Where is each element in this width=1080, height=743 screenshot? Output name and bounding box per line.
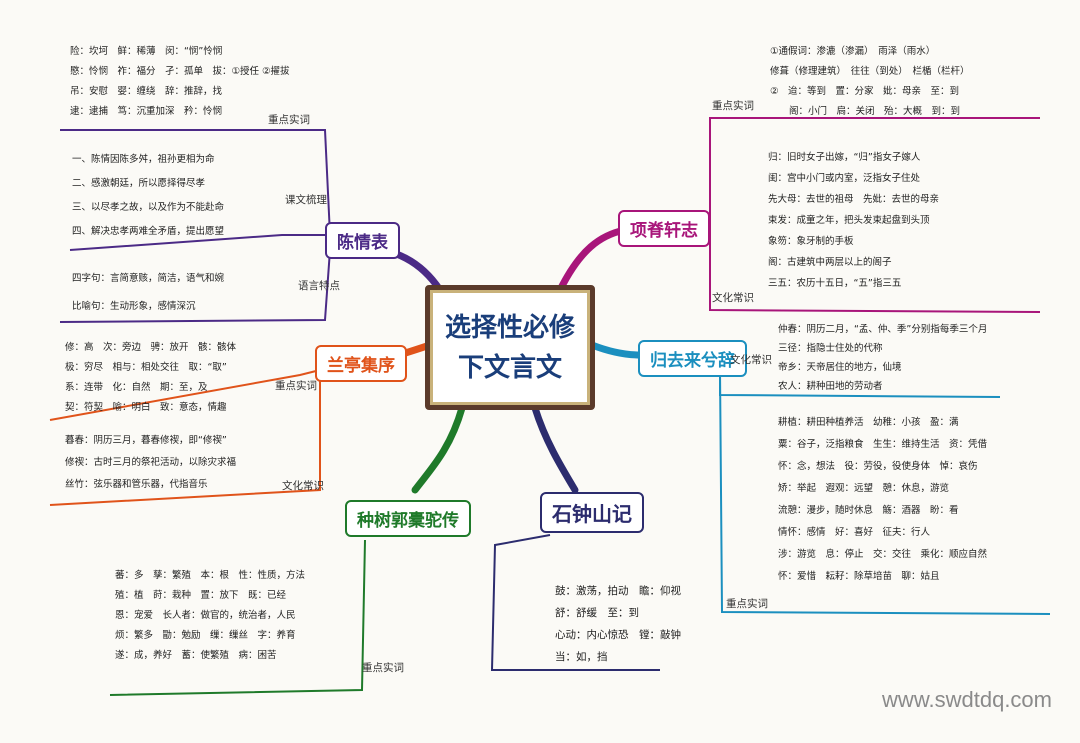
topic-chen-qing-biao: 陈情表 (325, 222, 400, 259)
center-title-line2: 下文言文 (457, 352, 562, 383)
gui-word-line: 怀：爱惜 耘耔：除草培苗 聊：姑且 (778, 571, 940, 582)
chen-language-list: 四字句：言简意赅，简洁，语气和婉 比喻句：生动形象，感情深沉 (72, 265, 224, 321)
branch-zhong (411, 404, 466, 494)
gui-word-line: 耕植：耕田种植养活 幼稚：小孩 盈：满 (778, 417, 959, 428)
chen-word-line: 吊：安慰 婴：缠绕 辞：推辞，找 (70, 86, 223, 97)
xiang-culture-line: 象笏：象牙制的手板 (768, 236, 854, 247)
xiang-culture-list: 归：旧时女子出嫁，“归”指女子嫁人 闺：宫中小门或内室，泛指女子住处 先大母：去… (768, 147, 939, 294)
lan-word-line: 极：穷尽 相与：相处交往 取：“取” (65, 362, 227, 373)
label-xiang-words: 重点实词 (712, 100, 754, 112)
gui-word-line: 粟：谷子，泛指粮食 生生：维持生活 资：凭借 (778, 439, 988, 450)
branch-xiang (556, 226, 629, 294)
chen-word-line: 险：坎坷 鲜：稀薄 闵：“悯”怜悯 (70, 46, 223, 57)
label-lan-culture: 文化常识 (282, 480, 324, 492)
chen-outline-line: 二、感激朝廷，所以愿择得尽孝 (72, 178, 206, 189)
topic-shi-zhong-shan-ji: 石钟山记 (540, 492, 644, 533)
gui-word-line: 涉：游览 息：停止 交：交往 乘化：顺应自然 (778, 549, 988, 560)
lan-culture-line: 修禊：古时三月的祭祀活动，以除灾求福 (65, 457, 237, 468)
label-gui-culture: 文化常识 (730, 354, 772, 366)
xiang-culture-line: 束发：成童之年，把头发束起盘到头顶 (768, 215, 930, 226)
gui-word-line: 怀：念，想法 役：劳役，役使身体 悼：哀伤 (778, 461, 978, 472)
gui-culture-line: 农人：耕种田地的劳动者 (778, 381, 883, 392)
watermark: www.swdtdq.com (882, 687, 1052, 712)
chen-outline-list: 一、陈情因陈多舛，祖孙更相为命 二、感激朝廷，所以愿择得尽孝 三、以尽孝之故，以… (72, 148, 224, 244)
chen-language-line: 四字句：言简意赅，简洁，语气和婉 (72, 273, 225, 284)
lan-word-line: 系：连带 化：自然 期：至，及 (65, 382, 208, 393)
chen-language-line: 比喻句：生动形象，感情深沉 (72, 301, 196, 312)
label-xiang-culture: 文化常识 (712, 292, 754, 304)
label-gui-words: 重点实词 (726, 598, 768, 610)
label-chen-words: 重点实词 (268, 114, 310, 126)
gui-word-line: 矫：举起 遐观：远望 憩：休息，游览 (778, 483, 950, 494)
chen-outline-line: 一、陈情因陈多舛，祖孙更相为命 (72, 154, 215, 165)
zhong-word-line: 蕃：多 孳：繁殖 本：根 性：性质，方法 (115, 570, 306, 581)
lan-words-list: 修：高 次：旁边 骋：放开 骸：骸体 极：穷尽 相与：相处交往 取：“取” 系：… (65, 338, 236, 418)
center-title-line1: 选择性必修 (444, 312, 575, 343)
lan-culture-list: 暮春：阴历三月，暮春修禊，即“修禊” 修禊：古时三月的祭祀活动，以除灾求福 丝竹… (65, 430, 236, 496)
lan-culture-line: 暮春：阴历三月，暮春修禊，即“修禊” (65, 435, 227, 446)
gui-words-list: 耕植：耕田种植养活 幼稚：小孩 盈：满 粟：谷子，泛指粮食 生生：维持生活 资：… (778, 412, 987, 588)
lan-word-line: 修：高 次：旁边 骋：放开 骸：骸体 (65, 342, 237, 353)
branch-gui (588, 341, 644, 359)
xiang-word-line: ② 迨：等到 置：分家 妣：母亲 至：到 (770, 86, 960, 97)
chen-outline-line: 四、解决忠孝两难全矛盾，提出愿望 (72, 226, 225, 237)
topic-gui-qu-lai-xi-ci: 归去来兮辞 (638, 340, 747, 377)
label-zhong-words: 重点实词 (362, 662, 404, 674)
xiang-words-list: ①通假词：渗漉（渗漏） 雨泽（雨水） 修葺（修理建筑） 往往（到处） 栏楯（栏杆… (770, 42, 970, 122)
topic-lan-ting-ji-xu: 兰亭集序 (315, 345, 407, 382)
shi-word-line: 心动：内心惊恐 镗：敲钟 (555, 629, 681, 641)
zhong-word-line: 恩：宠爱 长人者：做官的，统治者，人民 (115, 610, 296, 621)
xiang-culture-line: 三五：农历十五日，“五”指三五 (768, 278, 902, 289)
xiang-word-line: 修葺（修理建筑） 往往（到处） 栏楯（栏杆） (770, 66, 970, 77)
shi-words-list: 鼓：激荡，拍动 瞻：仰视 舒：舒缓 至：到 心动：内心惊恐 镗：敲钟 当：如，挡 (555, 580, 681, 668)
lan-word-line: 契：符契 喻：明白 致：意态，情趣 (65, 402, 227, 413)
label-lan-words: 重点实词 (275, 380, 317, 392)
chen-word-line: 逮：逮捕 笃：沉重加深 矜：怜悯 (70, 106, 223, 117)
branch-shi (531, 404, 579, 494)
zhong-word-line: 殖：植 莳：栽种 置：放下 既：已经 (115, 590, 287, 601)
zhong-word-line: 烦：繁多 勖：勉励 缫：缫丝 字：养育 (115, 630, 296, 641)
shi-word-line: 舒：舒缓 至：到 (555, 607, 639, 619)
gui-culture-line: 三径：指隐士住处的代称 (778, 343, 883, 354)
central-topic: 选择性必修 下文言文 (425, 285, 595, 410)
label-chen-outline: 课文梳理 (285, 194, 327, 206)
xiang-word-line: ①通假词：渗漉（渗漏） 雨泽（雨水） (770, 46, 936, 57)
topic-xiang-ji-xuan-zhi: 项脊轩志 (618, 210, 710, 247)
xiang-culture-line: 先大母：去世的祖母 先妣：去世的母亲 (768, 194, 940, 205)
chen-words-list: 险：坎坷 鲜：稀薄 闵：“悯”怜悯 愍：怜悯 祚：福分 孑：孤单 拔：①授任 ②… (70, 42, 290, 122)
xiang-culture-line: 归：旧时女子出嫁，“归”指女子嫁人 (768, 152, 921, 163)
gui-culture-line: 帝乡：天帝居住的地方，仙境 (778, 362, 902, 373)
shi-word-line: 当：如，挡 (555, 651, 608, 663)
zhong-words-list: 蕃：多 孳：繁殖 本：根 性：性质，方法 殖：植 莳：栽种 置：放下 既：已经 … (115, 566, 305, 666)
gui-culture-line: 仲春：阴历二月，“孟、仲、季”分别指每季三个月 (778, 324, 988, 335)
gui-word-line: 情怀：感情 好：喜好 征夫：行人 (778, 527, 931, 538)
chen-outline-line: 三、以尽孝之故，以及作为不能赴命 (72, 202, 225, 213)
xiang-culture-line: 阁：古建筑中两层以上的阁子 (768, 257, 892, 268)
gui-culture-list: 仲春：阴历二月，“孟、仲、季”分别指每季三个月 三径：指隐士住处的代称 帝乡：天… (778, 320, 987, 396)
xiang-culture-line: 闺：宫中小门或内室，泛指女子住处 (768, 173, 921, 184)
shi-word-line: 鼓：激荡，拍动 瞻：仰视 (555, 585, 681, 597)
zhong-word-line: 遂：成，养好 蓄：使繁殖 病：困苦 (115, 650, 277, 661)
topic-zhong-shu-guo-tuo-tuo-zhuan: 种树郭橐驼传 (345, 500, 471, 537)
xiang-word-line: 阁：小门 扃：关闭 殆：大概 到：到 (770, 106, 961, 117)
lan-culture-line: 丝竹：弦乐器和管乐器，代指音乐 (65, 479, 208, 490)
chen-word-line: 愍：怜悯 祚：福分 孑：孤单 拔：①授任 ②擢拔 (70, 66, 290, 77)
label-chen-language: 语言特点 (298, 280, 340, 292)
gui-word-line: 流憩：漫步，随时休息 觞：酒器 盼：看 (778, 505, 959, 516)
